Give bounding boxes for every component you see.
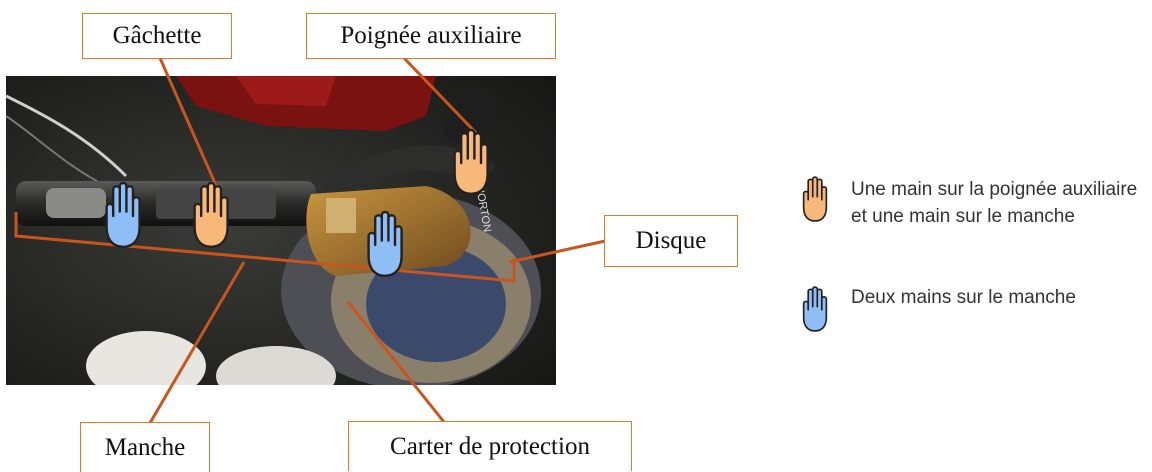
hand-orange-icon [802, 176, 828, 222]
grinder-photo: NORTON [6, 76, 556, 385]
label-gachette-text: Gâchette [112, 22, 202, 49]
label-poignee-auxiliaire: Poignée auxiliaire [306, 13, 556, 59]
label-poignee-text: Poignée auxiliaire [340, 22, 522, 49]
legend-orange: Une main sur la poignée auxiliaire et un… [793, 174, 1143, 230]
label-disque: Disque [604, 215, 738, 267]
label-manche-text: Manche [104, 433, 186, 461]
legend-orange-text: Une main sur la poignée auxiliaire et un… [851, 179, 1138, 227]
label-manche: Manche [80, 422, 210, 472]
legend-blue: Deux mains sur le manche [793, 284, 1143, 334]
label-carter-de-protection: Carter de protection [348, 421, 632, 471]
hand-blue-icon [802, 286, 828, 332]
label-carter-text: Carter de protection [390, 432, 590, 460]
legend-blue-text: Deux mains sur le manche [851, 287, 1076, 308]
grinder-photo-drawing: NORTON [6, 76, 556, 385]
label-disque-text: Disque [635, 227, 707, 254]
label-gachette: Gâchette [82, 13, 232, 59]
